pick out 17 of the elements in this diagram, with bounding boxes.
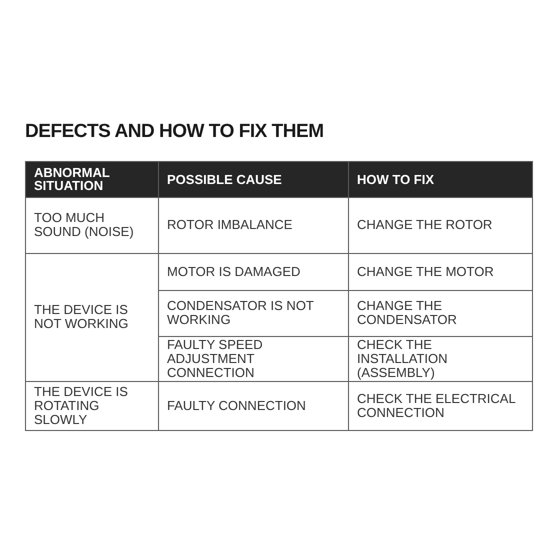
table-cell: CHANGE THE MOTOR xyxy=(349,254,533,290)
column-header: POSSIBLE CAUSE xyxy=(159,162,349,198)
column-header: HOW TO FIX xyxy=(349,162,533,198)
table-cell: TOO MUCH SOUND (NOISE) xyxy=(26,198,159,254)
table-cell: CHECK THE INSTALLATION (ASSEMBLY) xyxy=(349,336,533,382)
table-cell: CHECK THE ELECTRICAL CONNECTION xyxy=(349,382,533,430)
table-cell: CONDENSATOR IS NOT WORKING xyxy=(159,290,349,336)
table-cell: FAULTY SPEED ADJUSTMENT CONNECTION xyxy=(159,336,349,382)
table-cell: CHANGE THE ROTOR xyxy=(349,198,533,254)
table-cell: THE DEVICE IS NOT WORKING xyxy=(26,254,159,382)
table-cell: THE DEVICE IS ROTATING SLOWLY xyxy=(26,382,159,430)
table-cell: FAULTY CONNECTION xyxy=(159,382,349,430)
table-title: DEFECTS AND HOW TO FIX THEM xyxy=(25,120,324,144)
table-cell: MOTOR IS DAMAGED xyxy=(159,254,349,290)
table-cell: ROTOR IMBALANCE xyxy=(159,198,349,254)
column-header: ABNORMAL SITUATION xyxy=(26,162,159,198)
table-cell: CHANGE THE CONDENSATOR xyxy=(349,290,533,336)
